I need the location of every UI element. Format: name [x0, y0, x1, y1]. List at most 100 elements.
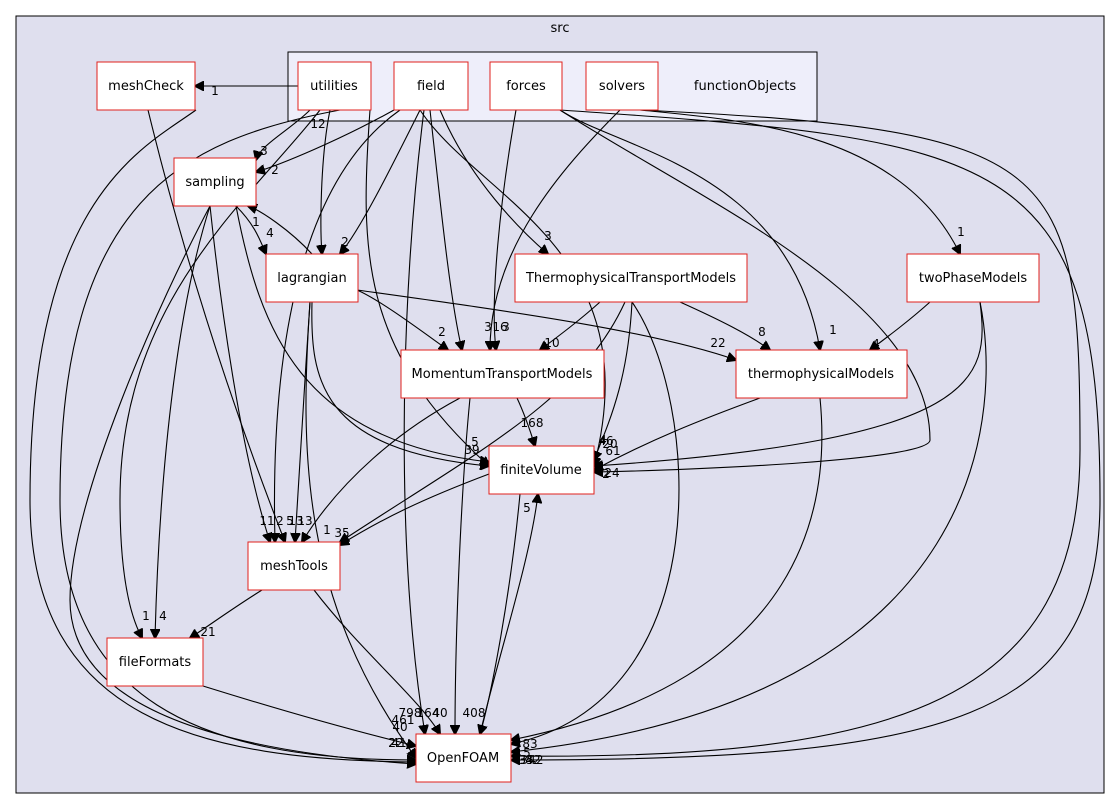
edge-label: 21	[200, 625, 215, 639]
edge-48	[511, 397, 823, 740]
node-meshTools[interactable]: meshTools	[247, 541, 341, 591]
edge-label: 2	[388, 736, 396, 750]
node-OpenFOAM[interactable]: OpenFOAM	[415, 733, 512, 783]
edge-label: 41	[391, 736, 406, 750]
node-label-fileFormats: fileFormats	[119, 655, 192, 670]
edge-36	[119, 109, 321, 638]
edge-label: 342	[521, 753, 544, 767]
edge-label: 2	[602, 467, 610, 481]
edge-32	[147, 109, 285, 542]
edge-label: 35	[334, 526, 349, 540]
edge-13	[356, 289, 448, 350]
node-solvers[interactable]: solvers	[585, 61, 659, 111]
edge-label: 40	[432, 706, 447, 720]
node-meshCheck[interactable]: meshCheck	[96, 61, 196, 111]
edge-3	[256, 109, 395, 172]
edge-label: 4	[599, 433, 607, 447]
edge-2	[256, 109, 311, 160]
edge-47	[479, 494, 538, 735]
node-label-MomentumTransportModels: MomentumTransportModels	[412, 367, 593, 382]
node-sampling[interactable]: sampling	[173, 157, 257, 207]
node-thermophysicalModels[interactable]: thermophysicalModels	[735, 349, 908, 399]
edge-label: 61	[605, 444, 620, 458]
edge-label: 1	[211, 84, 219, 98]
edge-29	[340, 473, 490, 545]
edge-15	[356, 289, 736, 360]
edge-45	[313, 589, 440, 734]
node-ThermophysicalTransportModels[interactable]: ThermophysicalTransportModels	[514, 253, 748, 303]
edge-label: 1	[829, 323, 837, 337]
edge-label: 11	[259, 514, 274, 528]
edge-44	[403, 109, 425, 734]
edge-4	[321, 109, 331, 254]
node-label-field: field	[417, 79, 445, 94]
node-label-twoPhaseModels: twoPhaseModels	[919, 271, 1028, 286]
edge-label: 24	[604, 466, 619, 480]
edge-label: 39	[464, 443, 479, 457]
node-label-thermophysicalModels: thermophysicalModels	[748, 367, 894, 382]
edge-9	[429, 109, 462, 350]
node-label-OpenFOAM: OpenFOAM	[427, 751, 499, 766]
node-twoPhaseModels[interactable]: twoPhaseModels	[906, 253, 1040, 303]
edge-46	[455, 397, 471, 734]
edge-27	[365, 109, 489, 466]
edge-37	[155, 205, 211, 638]
edge-label: 4	[159, 609, 167, 623]
edge-label: 1	[323, 523, 331, 537]
edge-label: 8	[758, 325, 766, 339]
edge-33	[340, 301, 626, 542]
node-label-lagrangian: lagrangian	[277, 271, 346, 286]
node-MomentumTransportModels[interactable]: MomentumTransportModels	[400, 349, 605, 399]
edge-14	[679, 301, 770, 350]
node-utilities[interactable]: utilities	[297, 61, 372, 111]
node-lagrangian[interactable]: lagrangian	[265, 253, 359, 303]
edge-22	[235, 205, 489, 462]
edges-layer	[29, 86, 1101, 764]
edge-label: 3	[544, 229, 552, 243]
node-label-solvers: solvers	[599, 79, 645, 94]
node-label-meshCheck: meshCheck	[108, 79, 184, 94]
src-cluster-title: src	[551, 21, 570, 36]
edge-label: 164	[417, 706, 440, 720]
edge-label: 2	[276, 514, 284, 528]
edge-25	[419, 109, 606, 466]
edge-label: 2	[341, 235, 349, 249]
edge-31	[209, 205, 270, 542]
node-fileFormats[interactable]: fileFormats	[106, 637, 204, 687]
node-label-utilities: utilities	[310, 79, 358, 94]
edge-38	[190, 589, 263, 638]
node-field[interactable]: field	[393, 61, 469, 111]
edge-6	[248, 206, 313, 255]
node-forces[interactable]: forces	[489, 61, 563, 111]
edge-label: 5	[523, 746, 531, 760]
edge-label: 2	[438, 325, 446, 339]
edge-label: 13	[288, 514, 303, 528]
edge-label: 4	[872, 337, 880, 351]
edge-23	[594, 301, 633, 460]
function-objects-group-title: functionObjects	[694, 79, 796, 94]
edge-39	[305, 301, 416, 758]
edge-label: 5	[523, 501, 531, 515]
edge-17	[559, 109, 820, 350]
nodes-layer: meshCheck utilities field forces solvers…	[96, 61, 1040, 783]
node-label-meshTools: meshTools	[260, 559, 328, 574]
edge-12	[540, 301, 601, 350]
edge-label: 35	[518, 753, 533, 767]
node-finiteVolume[interactable]: finiteVolume	[488, 445, 595, 495]
edge-10	[494, 109, 517, 350]
edge-label: 16	[492, 320, 507, 334]
edge-16	[870, 301, 931, 350]
edge-19	[639, 109, 960, 254]
edge-label: 5	[471, 435, 479, 449]
edge-label: 13	[297, 514, 312, 528]
node-label-sampling: sampling	[185, 175, 244, 190]
edge-label: 22	[388, 736, 403, 750]
edge-42	[202, 685, 416, 746]
edge-label: 22	[710, 336, 725, 350]
edge-label: 168	[521, 416, 544, 430]
edge-11	[490, 109, 621, 350]
edge-43	[69, 205, 416, 764]
edge-label: 3	[502, 320, 510, 334]
